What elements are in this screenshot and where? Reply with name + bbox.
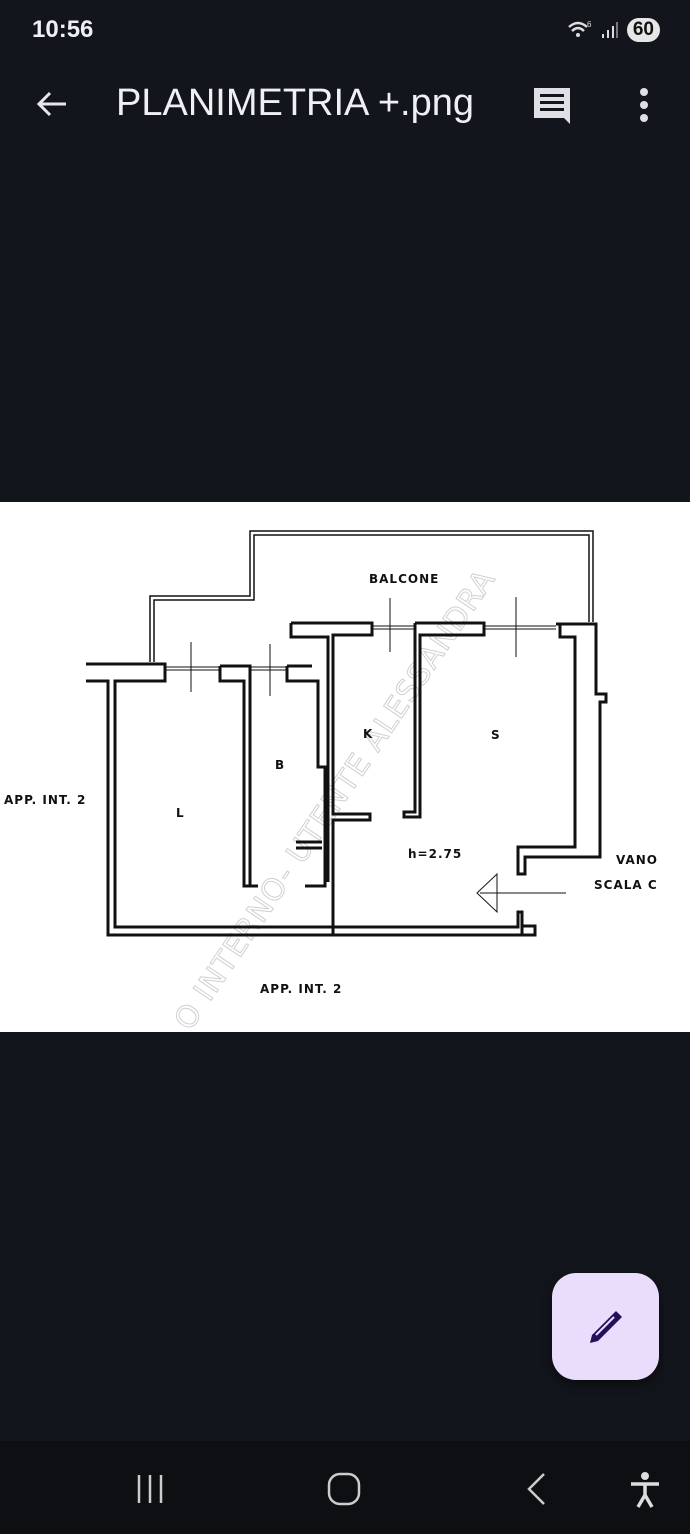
accessibility-icon[interactable]: [628, 1471, 662, 1509]
home-icon[interactable]: [326, 1471, 362, 1507]
balcony-outline: [149, 530, 594, 662]
image-viewer[interactable]: O INTERNO- UTENTE ALESSANDRA BALCONE L B…: [0, 502, 690, 1037]
clock: 10:56: [32, 16, 94, 43]
recent-apps-icon[interactable]: [136, 1471, 166, 1507]
watermark: O INTERNO- UTENTE ALESSANDRA: [168, 563, 503, 1032]
status-bar: 10:56 6 60: [0, 0, 690, 60]
label-room-b: B: [275, 758, 285, 772]
file-title: PLANIMETRIA +.png: [116, 82, 474, 124]
pencil-icon: [589, 1310, 622, 1343]
label-neighbor-left: APP. INT. 2: [4, 793, 86, 807]
more-options-icon[interactable]: [632, 86, 656, 126]
back-arrow-icon[interactable]: [34, 86, 70, 122]
label-room-k: K: [363, 727, 373, 741]
floor-plan: O INTERNO- UTENTE ALESSANDRA BALCONE L B…: [4, 530, 658, 1037]
label-neighbor-bottom: APP. INT. 2: [260, 982, 342, 996]
wifi-icon: 6: [568, 20, 592, 37]
label-stair-2: SCALA C: [594, 878, 658, 892]
svg-text:6: 6: [587, 20, 592, 29]
label-room-s: S: [491, 728, 501, 742]
signal-icon: [601, 22, 618, 38]
doors-windows: [165, 597, 566, 914]
comment-icon[interactable]: [532, 86, 572, 126]
battery-indicator: 60: [626, 18, 660, 42]
label-balcone: BALCONE: [369, 572, 439, 586]
edit-button[interactable]: [552, 1273, 659, 1380]
label-stair-1: VANO: [616, 853, 658, 867]
walls: [86, 621, 608, 937]
label-height: h=2.75: [408, 847, 462, 861]
system-nav-bar: [0, 1441, 690, 1534]
nav-back-icon[interactable]: [524, 1471, 548, 1507]
app-bar: PLANIMETRIA +.png: [0, 60, 690, 158]
label-room-l: L: [176, 806, 185, 820]
